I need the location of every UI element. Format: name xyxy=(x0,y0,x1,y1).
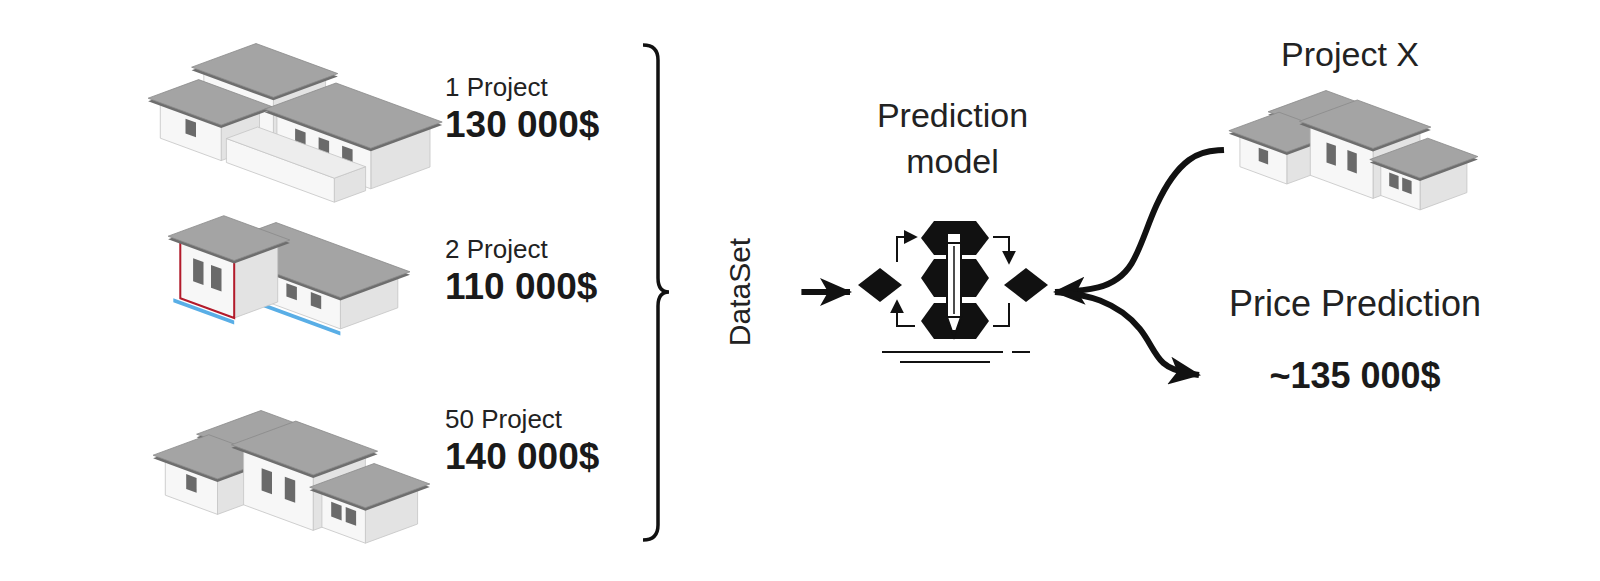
price-value: 110 000$ xyxy=(445,265,677,309)
icon-underline xyxy=(882,351,1003,353)
icon-underline xyxy=(900,361,990,363)
pencil-tip xyxy=(947,317,961,337)
house-roof xyxy=(168,216,290,261)
house-window xyxy=(1327,142,1336,165)
pencil-lead xyxy=(951,330,957,337)
house-window xyxy=(286,283,297,300)
house-roof xyxy=(231,421,377,475)
house-window xyxy=(311,292,321,309)
model-diamond xyxy=(1004,268,1048,302)
house-roof xyxy=(148,80,272,126)
pencil-body xyxy=(947,233,961,317)
house-window xyxy=(285,477,295,503)
icon-underline xyxy=(1012,351,1030,353)
house-roof xyxy=(265,83,443,148)
house-drawing xyxy=(148,44,442,203)
house-window xyxy=(186,474,196,493)
node-label: 50 Project xyxy=(445,404,677,435)
pencil-line xyxy=(953,246,955,314)
prediction-output: Price Prediction ~135 000$ xyxy=(1199,280,1511,402)
flow-arrow xyxy=(1055,150,1224,292)
flow-arrow xyxy=(801,289,850,295)
node-label: Prediction model xyxy=(850,92,1055,184)
node-label: 1 Project xyxy=(445,72,677,103)
cycle-arrow xyxy=(993,303,1009,326)
house-window xyxy=(346,507,356,526)
house-window xyxy=(1402,177,1411,194)
price-value: 130 000$ xyxy=(445,103,677,147)
house-drawing xyxy=(1229,91,1478,210)
price-value: 140 000$ xyxy=(445,435,677,479)
house-window xyxy=(1389,173,1398,190)
house-window xyxy=(1259,148,1268,165)
house-window xyxy=(211,265,222,292)
vertical-label: DataSet xyxy=(722,238,758,346)
pencil-band xyxy=(947,242,961,244)
house-roof xyxy=(1370,138,1478,178)
house-drawing xyxy=(153,411,430,544)
house-roof xyxy=(1299,100,1431,148)
input-project: Project X xyxy=(1224,32,1476,215)
model-icon xyxy=(858,221,1048,362)
project-entry: 1 Project130 000$ xyxy=(445,72,677,147)
node-label: Project X xyxy=(1224,32,1476,76)
node-label: Price Prediction xyxy=(1199,280,1511,328)
price-value: ~135 000$ xyxy=(1199,352,1511,400)
house-window xyxy=(193,258,203,285)
dataset-label: DataSet xyxy=(683,231,797,353)
house-window xyxy=(262,468,272,494)
cycle-arrow xyxy=(897,237,915,262)
flow-arrow xyxy=(1055,292,1199,375)
dataset-brace xyxy=(643,45,669,540)
model-diamond xyxy=(858,268,902,302)
house-window xyxy=(1347,150,1356,173)
project-entry: 50 Project140 000$ xyxy=(445,404,677,479)
house-roof xyxy=(310,464,430,508)
node-label: 2 Project xyxy=(445,234,677,265)
model-node: Prediction model xyxy=(850,92,1055,367)
cycle-arrow xyxy=(897,302,915,326)
house-window xyxy=(186,119,197,138)
house-drawing xyxy=(168,216,410,336)
house-wall-top xyxy=(226,127,365,178)
project-entry: 2 Project110 000$ xyxy=(445,234,677,309)
cycle-arrow xyxy=(993,237,1009,262)
house-window xyxy=(331,502,341,521)
